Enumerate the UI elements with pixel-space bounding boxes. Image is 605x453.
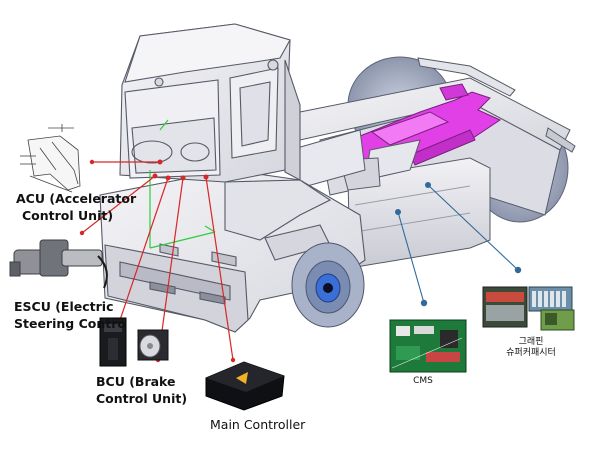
bcu-hardware [99, 317, 169, 367]
main-controller-box [205, 361, 285, 411]
cms-label: CMS [413, 376, 433, 386]
supercapacitor-photos [482, 286, 575, 331]
bcu-label: BCU (Brake Control Unit) [96, 373, 187, 407]
graphene-label-line2: 슈퍼커패시터 [506, 348, 556, 358]
acu-label: ACU (Accelerator Control Unit) [16, 190, 136, 224]
escu-label-line1: ESCU (Electric [14, 299, 114, 314]
blue-leader-lines [397, 184, 519, 304]
front-wheel [291, 242, 365, 328]
acu-label-line2: Control Unit) [22, 208, 114, 223]
escu-label: ESCU (Electric Steering Contro [14, 298, 126, 332]
axis-indicator [149, 119, 216, 249]
cms-board [389, 319, 467, 373]
escu-motor [9, 239, 108, 289]
blue-leader-dots [395, 182, 522, 307]
acu-label-line1: ACU (Accelerator [16, 191, 137, 206]
graphene-label-line1: 그래핀 [518, 337, 544, 347]
acu-pedal-drawing [20, 124, 81, 193]
escu-label-line2: Steering Contro [14, 316, 126, 331]
bcu-label-line2: Control Unit) [96, 391, 188, 406]
graphene-supercapacitor-label: 그래핀 슈퍼커패시터 [496, 337, 566, 359]
bcu-label-line1: BCU (Brake [96, 374, 176, 389]
cab-body [99, 23, 366, 333]
side-tanks [289, 129, 491, 269]
main-controller-label: Main Controller [210, 417, 306, 432]
